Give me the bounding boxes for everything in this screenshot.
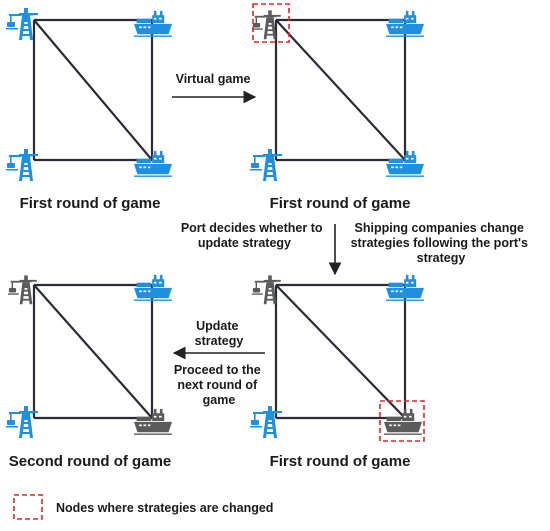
container-ship-icon [386,10,424,37]
legend-label: Nodes where strategies are changed [56,501,273,515]
label-line: update strategy [198,236,291,250]
label-line: Port decides whether to [181,221,323,235]
graph-edges [32,18,154,162]
edge-diagonal [275,284,406,419]
label-line: strategies following the port's [351,236,528,250]
arrow-label-right: Shipping companies change strategies fol… [351,221,532,265]
container-ship-icon [384,408,422,435]
strategy-change-highlight [252,3,290,43]
panel-bottom-right: First round of game [250,274,425,470]
legend-highlight-swatch [13,494,43,520]
edge-diagonal [33,19,153,161]
panel-caption: Second round of game [9,453,172,470]
label-line: Shipping companies change [355,221,525,235]
edge-diagonal [33,284,153,419]
label-line: strategy [417,251,466,265]
arrow-port-decides: Port decides whether to update strategy … [181,221,532,276]
container-ship-icon [386,274,424,301]
container-ship-icon [134,274,172,301]
arrow-label-below: Proceed to the next round of game [174,363,264,407]
arrow-update-strategy: Update strategy Proceed to the next roun… [172,319,265,407]
graph-edges [274,283,407,420]
port-crane-icon [250,149,282,181]
arrow-label: Virtual game [176,72,251,86]
label-line: strategy [195,334,244,348]
strategy-change-highlight [379,400,425,442]
panel-bottom-left: Second round of game [6,274,172,470]
graph-edges [274,18,407,162]
panel-caption: First round of game [20,195,161,212]
panel-top-right: First round of game [250,3,424,212]
arrow-label: Update strategy [195,319,244,348]
arrow-label: Port decides whether to update strategy [181,221,326,250]
label-line: game [203,393,236,407]
port-crane-icon [8,275,37,305]
container-ship-icon [134,10,172,37]
edge-diagonal [275,19,406,161]
legend: Nodes where strategies are changed [13,494,273,520]
graph-edges [32,283,154,420]
panel-caption: First round of game [270,195,411,212]
arrow-virtual-game: Virtual game [172,72,257,104]
label-line: Update [196,319,238,333]
port-crane-icon [250,406,282,438]
label-line: next round of [177,378,258,392]
label-line: Proceed to the [174,363,261,377]
panel-top-left: First round of game [6,8,172,212]
panel-caption: First round of game [270,453,411,470]
